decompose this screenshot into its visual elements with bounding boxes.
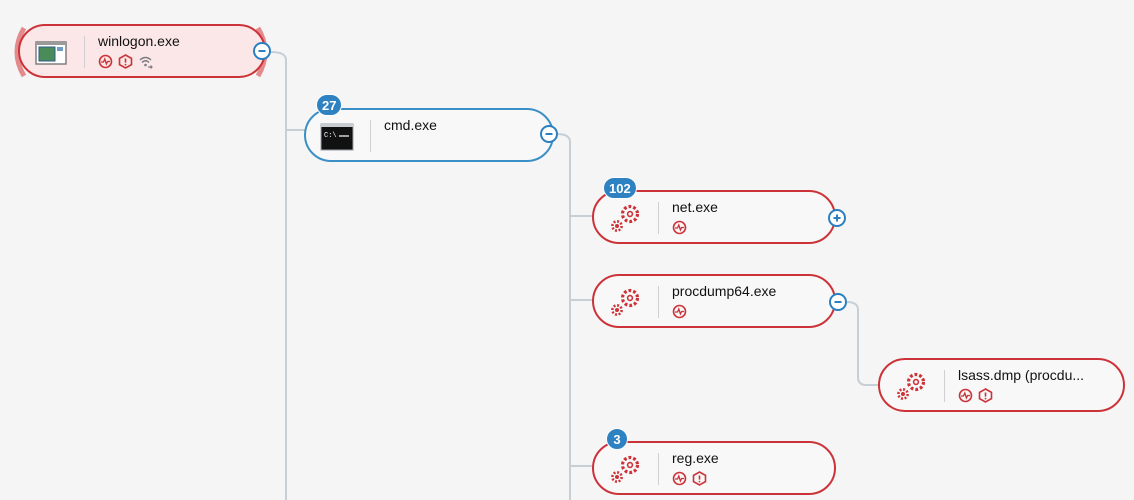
svg-text:C:\: C:\ bbox=[324, 132, 337, 140]
gears-icon bbox=[610, 288, 640, 317]
gears-icon bbox=[896, 372, 926, 401]
process-node-net[interactable]: net.exe bbox=[592, 190, 836, 244]
terminal-icon: C:\ bbox=[320, 123, 354, 151]
process-name: reg.exe bbox=[672, 450, 719, 466]
collapse-toggle-winlogon[interactable] bbox=[253, 42, 271, 60]
process-node-cmd[interactable]: C:\ cmd.exe bbox=[304, 108, 554, 162]
node-divider bbox=[944, 370, 945, 402]
process-node-procdump64[interactable]: procdump64.exe bbox=[592, 274, 836, 328]
collapse-toggle-procdump64[interactable] bbox=[829, 293, 847, 311]
alert-shield-icon bbox=[118, 53, 133, 69]
process-name: procdump64.exe bbox=[672, 283, 777, 299]
window-app-icon bbox=[35, 41, 67, 65]
alert-shield-icon bbox=[978, 387, 993, 403]
process-name: lsass.dmp (procdu... bbox=[958, 367, 1085, 383]
activity-icon bbox=[672, 304, 687, 319]
activity-icon bbox=[672, 471, 687, 486]
network-icon bbox=[138, 54, 153, 69]
process-name: net.exe bbox=[672, 199, 718, 215]
event-count-badge: 27 bbox=[316, 94, 343, 116]
minus-icon bbox=[258, 50, 266, 52]
minus-icon bbox=[834, 301, 842, 303]
node-divider bbox=[658, 453, 659, 485]
alert-shield-icon bbox=[692, 470, 707, 486]
activity-icon bbox=[98, 54, 113, 69]
plus-icon bbox=[833, 214, 841, 222]
node-divider bbox=[370, 120, 371, 152]
gears-icon bbox=[610, 204, 640, 233]
file-node-lsass-dmp[interactable]: lsass.dmp (procdu... bbox=[878, 358, 1125, 412]
process-name: cmd.exe bbox=[384, 117, 437, 133]
node-divider bbox=[658, 202, 659, 234]
node-divider bbox=[84, 36, 85, 68]
collapse-toggle-cmd[interactable] bbox=[540, 125, 558, 143]
process-node-winlogon[interactable]: winlogon.exe bbox=[18, 24, 266, 78]
node-divider bbox=[658, 286, 659, 318]
minus-icon bbox=[545, 133, 553, 135]
process-node-reg[interactable]: reg.exe bbox=[592, 441, 836, 495]
event-count-badge: 3 bbox=[606, 428, 628, 450]
gears-icon bbox=[610, 455, 640, 484]
activity-icon bbox=[672, 220, 687, 235]
process-name: winlogon.exe bbox=[98, 33, 180, 49]
root-highlight-left-arc bbox=[14, 26, 27, 78]
event-count-badge: 102 bbox=[603, 177, 637, 199]
expand-toggle-net[interactable] bbox=[828, 209, 846, 227]
activity-icon bbox=[958, 388, 973, 403]
